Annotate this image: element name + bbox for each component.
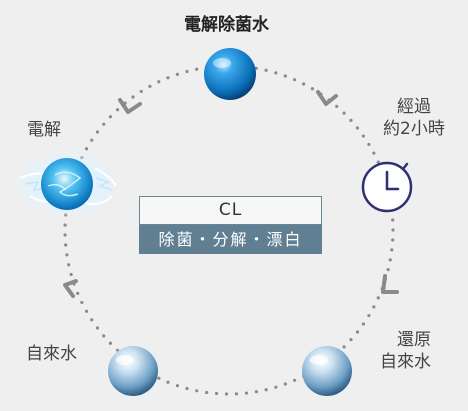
label-revert-line2: 自來水 — [380, 352, 431, 372]
chevron-arrow-icon — [381, 274, 399, 294]
label-tap-water: 自來水 — [26, 344, 77, 364]
center-box-subtitle: 除菌・分解・漂白 — [139, 225, 322, 254]
water-drop-icon — [108, 346, 158, 396]
chevron-arrow-icon — [118, 98, 142, 114]
label-elapsed-line1: 經過 — [397, 97, 431, 117]
diagram-title: 電解除菌水 — [184, 15, 269, 35]
label-revert-line1: 還原 — [397, 330, 431, 350]
water-drop-icon — [302, 346, 352, 396]
chevron-arrow-icon — [63, 279, 78, 298]
dotted-cycle-path — [63, 64, 395, 396]
center-info-box: CL 除菌・分解・漂白 — [139, 196, 322, 254]
clock-icon — [361, 161, 413, 213]
blue-water-sphere-icon — [204, 48, 256, 100]
chevron-arrow-icon — [316, 90, 338, 106]
label-elapsed-line2: 約2小時 — [383, 119, 445, 139]
center-box-title: CL — [139, 196, 322, 225]
electrolysis-sphere-icon — [15, 150, 119, 218]
label-electrolysis: 電解 — [27, 120, 61, 140]
